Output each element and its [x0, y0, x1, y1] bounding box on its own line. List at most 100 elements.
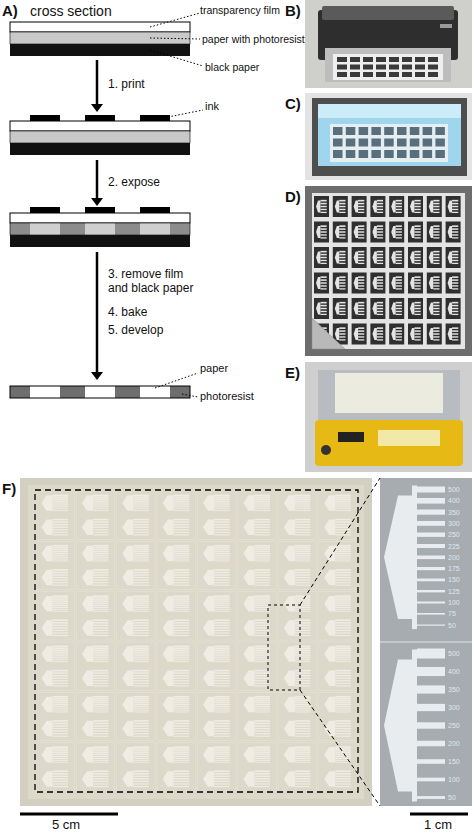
comb-tooth [93, 635, 109, 636]
comb-tooth [295, 603, 311, 604]
comb-tooth [377, 308, 383, 309]
photoresist-paper-layer [10, 131, 190, 143]
comb-tooth [358, 336, 364, 337]
layer-label: black paper [205, 61, 259, 73]
comb-tooth [335, 651, 351, 652]
comb-tooth [53, 730, 69, 731]
comb-tooth [358, 302, 364, 304]
comb-tooth [133, 605, 149, 606]
comb-tooth [335, 776, 351, 777]
comb-body [163, 771, 174, 787]
printed-cell [376, 65, 386, 70]
comb-body [203, 670, 214, 686]
comb-tooth [295, 653, 311, 654]
exposed-cell [408, 247, 423, 268]
comb-tooth [254, 781, 270, 782]
comb-tooth [358, 314, 364, 315]
comb-tooth [93, 776, 109, 777]
comb-tooth [174, 678, 190, 679]
comb-tooth [53, 527, 69, 528]
comb-tooth [320, 285, 326, 286]
exposed-layer [10, 223, 190, 235]
comb-tooth [214, 706, 230, 707]
comb-tooth [414, 336, 420, 337]
comb-tooth [320, 200, 326, 202]
comb-tooth [295, 609, 311, 610]
comb-tooth [335, 605, 351, 606]
comb-tooth [320, 257, 326, 258]
comb-tooth [214, 577, 230, 578]
comb-tooth [320, 251, 326, 253]
printed-cell [337, 72, 347, 77]
comb-tooth [174, 700, 190, 701]
device-cell [319, 642, 357, 690]
comb-tooth [174, 521, 190, 523]
comb-tooth [174, 675, 190, 676]
comb-tooth [358, 237, 364, 238]
comb-tooth [214, 750, 230, 751]
comb-body [354, 303, 358, 315]
device-cell [278, 491, 316, 539]
exposed-cell [389, 273, 404, 294]
comb-tooth [53, 704, 69, 705]
comb-tooth [335, 519, 351, 521]
comb-tooth [93, 670, 109, 672]
comb-tooth [133, 549, 149, 550]
comb-tooth [133, 569, 149, 571]
comb-tooth [452, 311, 458, 312]
comb-tooth [377, 260, 383, 261]
comb-tooth [53, 773, 69, 775]
comb-tooth [93, 728, 109, 729]
comb-tooth [214, 519, 230, 521]
comb-tooth [53, 599, 69, 600]
exposed-cell [333, 273, 348, 294]
zoom-region [268, 605, 300, 690]
comb-tooth [133, 607, 149, 608]
comb-tooth [335, 524, 351, 525]
comb-tooth [93, 557, 109, 558]
comb-tooth [93, 627, 109, 628]
comb-tooth [133, 553, 149, 554]
comb-tooth [93, 497, 109, 499]
comb-body [203, 646, 214, 662]
comb-body [448, 277, 452, 289]
comb-tooth [433, 209, 439, 210]
comb-tooth [93, 553, 109, 554]
comb-tooth [174, 698, 190, 700]
hotplate-base [315, 420, 463, 466]
comb-tooth [174, 661, 190, 663]
step-label: 1. print [108, 78, 145, 92]
comb-body [284, 646, 295, 662]
comb-tooth [339, 339, 345, 340]
comb-body [122, 519, 133, 535]
comb-body [122, 646, 133, 662]
exposed-cell [408, 273, 423, 294]
comb-tooth [214, 547, 230, 549]
comb-tooth [320, 305, 326, 307]
comb-tooth [377, 333, 383, 334]
comb-tooth [396, 212, 402, 213]
comb-tooth [335, 758, 351, 759]
comb-tooth [433, 212, 439, 213]
comb-tooth [295, 635, 311, 636]
exposed-cell [314, 196, 329, 217]
comb-tooth [93, 653, 109, 654]
comb-tooth [320, 206, 326, 207]
comb-body [203, 495, 214, 511]
comb-body [82, 670, 93, 686]
comb-tooth [93, 756, 109, 757]
comb-tooth [174, 622, 190, 624]
comb-tooth [174, 499, 190, 500]
device-cell [238, 541, 276, 589]
comb-tooth [335, 786, 351, 787]
comb-tooth [133, 750, 149, 751]
uv-cell [333, 150, 343, 158]
layer-label: paper [200, 362, 228, 375]
comb-tooth [295, 661, 311, 663]
comb-tooth [214, 532, 230, 533]
photo-panel: 5004003503002502252001751501251007550500… [380, 478, 472, 806]
comb-body [163, 596, 174, 612]
comb-tooth [93, 545, 109, 547]
comb-tooth [295, 710, 311, 711]
